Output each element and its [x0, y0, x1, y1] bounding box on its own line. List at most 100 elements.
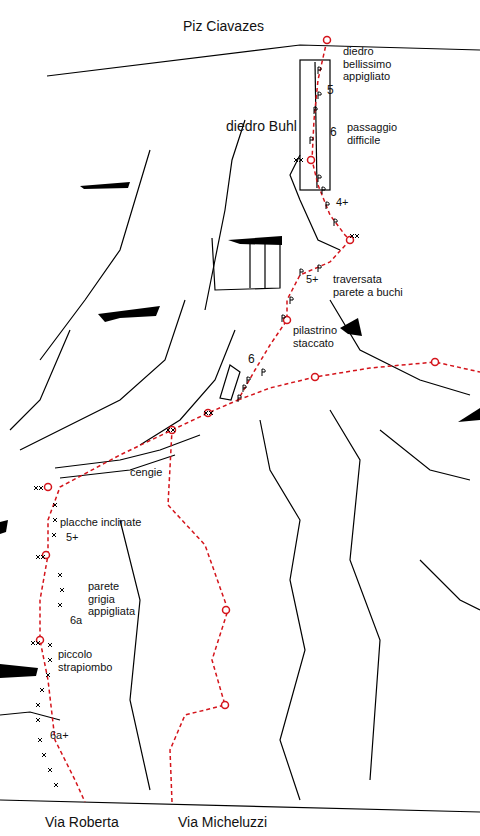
bolt-mark — [294, 158, 298, 162]
bolt-mark — [54, 783, 58, 787]
piton-mark — [262, 369, 265, 376]
belay — [432, 359, 439, 366]
belay — [308, 157, 315, 164]
topo-label: pilastrino staccato — [293, 324, 351, 349]
bolt-mark — [36, 641, 40, 645]
piton-mark — [322, 187, 325, 194]
rock-line — [20, 300, 185, 450]
bolt-mark — [36, 718, 40, 722]
belay — [222, 702, 229, 709]
topo-label: diedro Buhl — [226, 118, 297, 134]
roof-shadow — [0, 664, 38, 678]
bolt-mark — [171, 428, 175, 432]
bolt-mark — [38, 738, 42, 742]
topo-label: parete grigia appigliata — [88, 580, 146, 618]
roof-shadow — [228, 236, 282, 245]
rock-line — [330, 410, 380, 780]
pitons — [238, 67, 337, 402]
topo-label: 4+ — [336, 196, 349, 209]
belay — [45, 484, 52, 491]
base-line — [0, 800, 480, 812]
pillar-outline — [212, 238, 280, 290]
rock-line — [40, 150, 150, 360]
dihedral-crack — [315, 62, 317, 188]
summit-name: Piz Ciavazes — [183, 18, 264, 34]
route-line — [312, 40, 350, 240]
piton-mark — [243, 385, 246, 392]
rock-line — [260, 420, 305, 800]
roof-shadow — [98, 306, 160, 322]
bolt-mark — [53, 503, 57, 507]
bolt-mark — [42, 753, 46, 757]
ledge-line — [60, 455, 175, 478]
belay — [312, 374, 319, 381]
route-micheluzzi — [168, 430, 228, 802]
bolt-mark — [39, 486, 43, 490]
rock-line — [120, 520, 150, 790]
piton-mark — [247, 377, 250, 384]
piton-mark — [326, 202, 329, 209]
bolt-mark — [36, 555, 40, 559]
roofs — [0, 182, 480, 678]
piton-mark — [238, 395, 241, 402]
topo-label: 5+ — [66, 531, 79, 544]
detached-pillar — [220, 365, 240, 400]
piton-mark — [318, 265, 321, 272]
belays — [37, 37, 439, 709]
bolt-mark — [166, 428, 170, 432]
topo-label: cengie — [130, 466, 162, 479]
piton-mark — [300, 269, 303, 276]
topo-label: placche inclinate — [60, 516, 141, 529]
bolts — [31, 158, 359, 787]
bolt-mark — [41, 555, 45, 559]
belay — [169, 427, 176, 434]
piton-mark — [318, 175, 321, 182]
bolt-mark — [40, 688, 44, 692]
rock-line — [0, 712, 60, 720]
topo-label: 6 — [330, 126, 337, 140]
topo-label: passaggio difficile — [347, 121, 405, 146]
topo-label: 5+ — [306, 273, 319, 286]
piton-mark — [318, 67, 321, 74]
topo-label: piccolo strapiombo — [58, 648, 124, 673]
belay — [223, 607, 230, 614]
bolt-mark — [350, 234, 354, 238]
belay — [324, 37, 331, 44]
bolt-mark — [355, 234, 359, 238]
bolt-mark — [48, 768, 52, 772]
piton-mark — [314, 107, 317, 114]
rock-line — [140, 330, 235, 445]
roof-shadow — [80, 182, 130, 189]
piton-mark — [282, 315, 285, 322]
topo-label: 6a — [70, 614, 82, 627]
rock-line — [420, 560, 480, 610]
bolt-mark — [48, 643, 52, 647]
bolt-mark — [46, 673, 50, 677]
topo-label: 5 — [327, 84, 334, 98]
rock-line — [10, 330, 70, 430]
topo-label: traversata parete a buchi — [333, 273, 413, 298]
bolt-mark — [31, 641, 35, 645]
bolt-mark — [34, 486, 38, 490]
bolt-mark — [48, 658, 52, 662]
route-traverse — [238, 362, 480, 400]
bolt-mark — [299, 158, 303, 162]
roof-shadow — [340, 318, 362, 336]
piton-mark — [290, 297, 293, 304]
rock-line — [330, 300, 470, 395]
topo-label: Via Micheluzzi — [178, 814, 267, 830]
topo-label: 6 — [248, 353, 255, 367]
rock-lines — [0, 45, 480, 812]
topo-label: 6a+ — [50, 729, 69, 742]
rock-line — [205, 120, 245, 310]
dihedral-outline — [300, 60, 330, 190]
bolt-mark — [209, 411, 213, 415]
rock-line — [380, 430, 470, 480]
bolt-mark — [53, 518, 57, 522]
roof-shadow — [458, 408, 480, 422]
routes — [40, 40, 480, 802]
ledge-line — [55, 435, 200, 468]
summit-line — [47, 45, 480, 76]
piton-mark — [310, 137, 313, 144]
